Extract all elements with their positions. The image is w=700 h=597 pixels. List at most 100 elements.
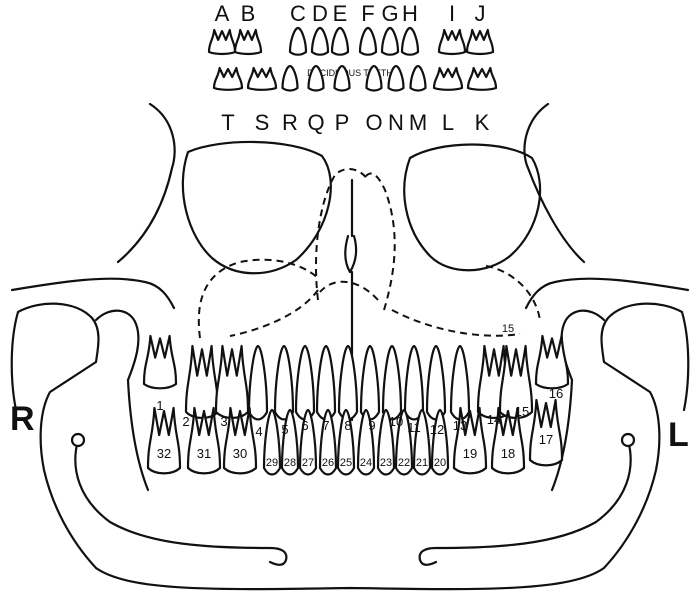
deciduous-tooth-J bbox=[467, 30, 493, 54]
deciduous-label-N: N bbox=[388, 110, 404, 135]
deciduous-tooth-B bbox=[235, 30, 261, 54]
deciduous-label-Q: Q bbox=[307, 110, 324, 135]
lower-tooth-number-21: 21 bbox=[416, 457, 428, 469]
upper-tooth-number-1: 1 bbox=[156, 398, 163, 413]
deciduous-label-I: I bbox=[449, 1, 455, 26]
upper-tooth-number-9: 9 bbox=[368, 418, 375, 433]
deciduous-tooth-K bbox=[468, 68, 496, 90]
deciduous-tooth-E bbox=[332, 28, 348, 55]
right-zygomatic-line bbox=[12, 279, 174, 308]
deciduous-label-C: C bbox=[290, 1, 306, 26]
left-zygomatic-line bbox=[526, 279, 688, 308]
right-condyle bbox=[96, 311, 138, 380]
lower-tooth-number-30: 30 bbox=[233, 446, 247, 461]
developing-tooth-number: 15 bbox=[502, 323, 514, 335]
deciduous-tooth-C bbox=[290, 28, 306, 55]
upper-tooth-number-5: 5 bbox=[281, 422, 288, 437]
upper-tooth-number-12: 12 bbox=[430, 422, 444, 437]
upper-tooth-11 bbox=[405, 346, 423, 419]
deciduous-tooth-T bbox=[214, 68, 242, 90]
upper-tooth-number-10: 10 bbox=[389, 414, 403, 429]
deciduous-label-H: H bbox=[402, 1, 418, 26]
upper-tooth-10 bbox=[383, 346, 401, 419]
deciduous-label-T: T bbox=[221, 110, 234, 135]
deciduous-label-B: B bbox=[241, 1, 256, 26]
deciduous-label-M: M bbox=[409, 110, 427, 135]
deciduous-tooth-I bbox=[439, 30, 465, 54]
deciduous-label-O: O bbox=[365, 110, 382, 135]
lower-tooth-number-29: 29 bbox=[266, 457, 278, 469]
lower-tooth-number-31: 31 bbox=[197, 446, 211, 461]
upper-tooth-number-7: 7 bbox=[322, 418, 329, 433]
upper-tooth-number-15: 15 bbox=[515, 404, 529, 419]
upper-tooth-5 bbox=[275, 346, 293, 419]
upper-tooth-number-6: 6 bbox=[301, 418, 308, 433]
right-side-label: R bbox=[10, 400, 35, 438]
right-mental-foramen bbox=[72, 434, 84, 446]
upper-tooth-7 bbox=[317, 346, 335, 419]
lower-tooth-number-26: 26 bbox=[322, 457, 334, 469]
deciduous-tooth-S bbox=[248, 68, 276, 90]
deciduous-label-J: J bbox=[475, 1, 486, 26]
deciduous-label-P: P bbox=[335, 110, 350, 135]
upper-tooth-3 bbox=[216, 346, 248, 418]
lower-tooth-number-24: 24 bbox=[360, 457, 372, 469]
upper-tooth-number-8: 8 bbox=[344, 418, 351, 433]
upper-tooth-12 bbox=[427, 346, 445, 419]
deciduous-label-F: F bbox=[361, 1, 374, 26]
right-orbit bbox=[183, 142, 331, 273]
left-mandibular-canal bbox=[420, 440, 631, 565]
upper-tooth-8 bbox=[339, 346, 357, 419]
deciduous-tooth-A bbox=[209, 30, 235, 54]
upper-tooth-number-13: 13 bbox=[453, 418, 467, 433]
left-orbit bbox=[404, 145, 540, 271]
right-temporal-contour bbox=[524, 104, 584, 262]
deciduous-label-L: L bbox=[442, 110, 454, 135]
deciduous-tooth-R bbox=[283, 66, 298, 90]
upper-tooth-number-3: 3 bbox=[220, 414, 227, 429]
left-side-label: L bbox=[668, 416, 689, 454]
upper-tooth-1 bbox=[144, 336, 176, 388]
lower-tooth-number-25: 25 bbox=[340, 457, 352, 469]
lower-tooth-number-27: 27 bbox=[302, 457, 314, 469]
skull-outline bbox=[12, 104, 688, 308]
lower-tooth-number-22: 22 bbox=[398, 457, 410, 469]
left-mental-foramen bbox=[622, 434, 634, 446]
left-temporal-contour bbox=[118, 104, 175, 262]
sinus-outlines bbox=[199, 169, 540, 338]
lower-tooth-number-32: 32 bbox=[157, 446, 171, 461]
upper-tooth-4 bbox=[249, 346, 267, 419]
deciduous-tooth-F bbox=[360, 28, 376, 55]
deciduous-tooth-H bbox=[402, 28, 418, 55]
upper-tooth-6 bbox=[296, 346, 314, 419]
deciduous-tooth-G bbox=[382, 28, 398, 55]
lower-tooth-32 bbox=[148, 408, 180, 473]
upper-tooth-number-4: 4 bbox=[255, 424, 262, 439]
right-ramus-line bbox=[128, 380, 148, 490]
deciduous-tooth-D bbox=[312, 28, 328, 55]
deciduous-label-R: R bbox=[282, 110, 298, 135]
upper-permanent-teeth bbox=[144, 336, 568, 419]
upper-tooth-number-2: 2 bbox=[182, 414, 189, 429]
lower-tooth-number-23: 23 bbox=[380, 457, 392, 469]
lower-tooth-number-17: 17 bbox=[539, 432, 553, 447]
upper-tooth-number-16: 16 bbox=[549, 386, 563, 401]
lower-tooth-number-20: 20 bbox=[434, 457, 446, 469]
deciduous-label-E: E bbox=[333, 1, 348, 26]
upper-tooth-16 bbox=[536, 336, 568, 388]
upper-tooth-number-14: 14 bbox=[487, 412, 501, 427]
deciduous-tooth-M bbox=[411, 66, 426, 90]
deciduous-label-K: K bbox=[475, 110, 490, 135]
deciduous-label-D: D bbox=[312, 1, 328, 26]
upper-tooth-number-11: 11 bbox=[407, 420, 421, 435]
deciduous-label-G: G bbox=[381, 1, 398, 26]
deciduous-tooth-L bbox=[434, 68, 462, 90]
lower-tooth-31 bbox=[188, 408, 220, 473]
lower-tooth-30 bbox=[224, 408, 256, 473]
lower-tooth-number-28: 28 bbox=[284, 457, 296, 469]
upper-tooth-9 bbox=[361, 346, 379, 419]
lower-tooth-number-19: 19 bbox=[463, 446, 477, 461]
